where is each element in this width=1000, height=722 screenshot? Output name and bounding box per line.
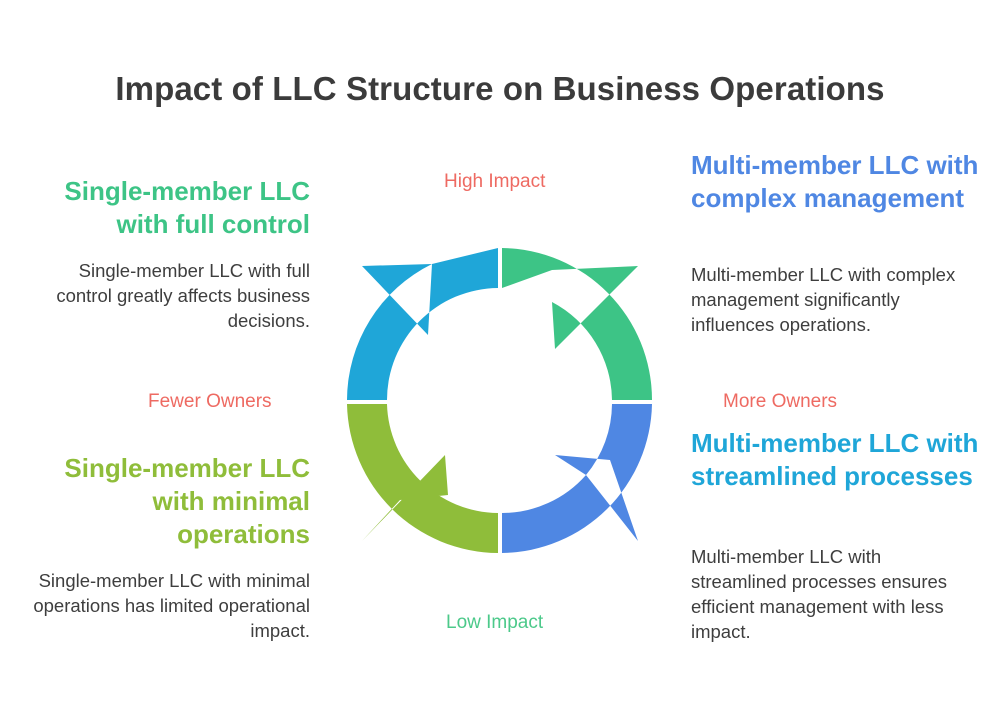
cycle-segment-top-left (347, 248, 498, 400)
cycle-segment-bottom-left (347, 404, 498, 553)
axis-label-fewer-owners: Fewer Owners (148, 391, 272, 412)
axis-label-low-impact: Low Impact (446, 612, 544, 633)
quadrant-bottom-right-description: Multi-member LLC with streamlined proces… (691, 546, 948, 642)
quadrant-top-left-heading: Single-member LLC with full control (64, 176, 310, 239)
axis-label-high-impact: High Impact (444, 171, 546, 192)
cycle-segment-top-right (502, 248, 652, 400)
page-title: Impact of LLC Structure on Business Oper… (115, 70, 885, 107)
quadrant-top-right-heading: Multi-member LLC with complex management (691, 150, 979, 213)
axis-label-more-owners: More Owners (723, 391, 838, 412)
quadrant-bottom-right-heading: Multi-member LLC with streamlined proces… (691, 428, 979, 491)
quadrant-top-right-description: Multi-member LLC with complex management… (691, 264, 956, 335)
quadrant-top-left-description: Single-member LLC with full control grea… (56, 260, 310, 331)
quadrant-bottom-left-description: Single-member LLC with minimal operation… (33, 570, 310, 641)
cycle-segment-bottom-right (502, 404, 652, 553)
quadrant-bottom-left-heading: Single-member LLC with minimal operation… (64, 453, 310, 549)
